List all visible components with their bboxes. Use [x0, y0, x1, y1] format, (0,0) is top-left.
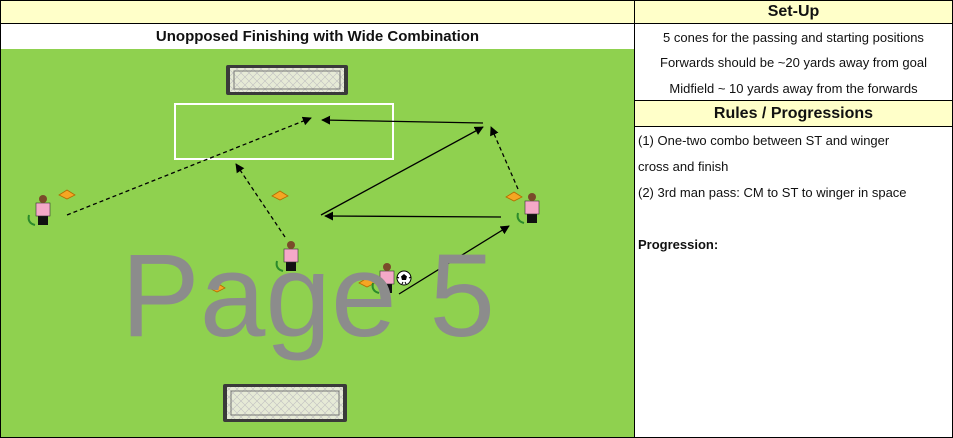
cones: [58, 189, 523, 293]
setup-header: Set-Up: [634, 0, 953, 24]
players: [27, 193, 540, 294]
player-center-striker: [275, 241, 299, 272]
pitch-diagram: Page 5: [0, 49, 635, 438]
cone: [58, 189, 76, 200]
setup-line: Midfield ~ 10 yards away from the forwar…: [669, 81, 918, 96]
pass-cm-to-winger: [398, 225, 510, 295]
movement-lines: [66, 115, 519, 295]
pass-winger-to-st: [324, 211, 502, 221]
drill-title: Unopposed Finishing with Wide Combinatio…: [0, 23, 635, 50]
cone: [358, 277, 376, 288]
dashed-run-center: [235, 163, 286, 238]
rules-header: Rules / Progressions: [634, 100, 953, 127]
bottom-goal: [223, 384, 347, 422]
cone: [271, 190, 289, 201]
cone: [208, 282, 226, 293]
pass-st-to-space: [320, 126, 484, 216]
cone: [505, 191, 523, 202]
progression-label: Progression:: [638, 237, 719, 252]
rules-section: (1) One-two combo between ST and winger …: [634, 126, 953, 438]
rule-line: cross and finish: [638, 159, 729, 174]
finishing-box: [174, 103, 394, 160]
dashed-run-left: [66, 116, 312, 216]
page-watermark: Page 5: [121, 230, 495, 362]
top-left-header-cell: [0, 0, 635, 24]
player-center-midfield: [371, 263, 395, 294]
player-left-forward: [27, 195, 51, 226]
rule-line: (1) One-two combo between ST and winger: [638, 133, 890, 148]
player-right-winger: [516, 193, 540, 224]
soccer-ball-icon: [396, 270, 412, 286]
setup-section: 5 cones for the passing and starting pos…: [634, 23, 953, 101]
setup-line: 5 cones for the passing and starting pos…: [663, 30, 924, 45]
rule-line: (2) 3rd man pass: CM to ST to winger in …: [638, 185, 907, 200]
top-goal: [226, 65, 348, 95]
dashed-run-right: [490, 126, 519, 190]
setup-line: Forwards should be ~20 yards away from g…: [660, 55, 927, 70]
cross-pass: [321, 115, 484, 125]
